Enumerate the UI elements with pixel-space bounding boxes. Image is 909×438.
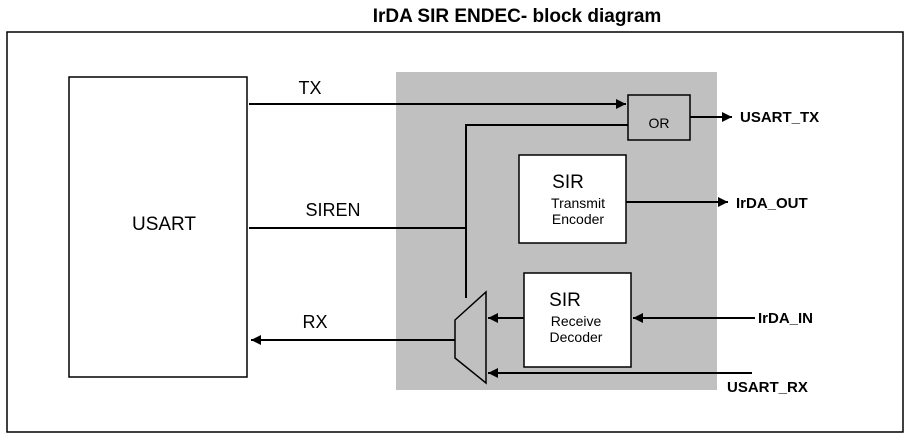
rx-label: RX [302,312,327,332]
or-block [627,94,691,141]
decoder-line2: Receive [551,313,602,329]
sir-receive-decoder-block [523,272,632,368]
sir-transmit-encoder-block [518,154,627,244]
usart-block [68,76,248,378]
siren-control-line [465,124,628,298]
diagram-title: IrDA SIR ENDEC- block diagram [373,6,662,27]
rx-multiplexer [454,290,487,385]
tx-label: TX [298,78,321,98]
siren-label: SIREN [305,200,360,220]
or-label: OR [649,115,670,131]
decoder-line1: SIR [549,290,581,311]
outer-frame [6,31,904,433]
encoder-line1: SIR [552,172,584,193]
decoder-line3: Decoder [550,329,603,345]
encoder-line2: Transmit [551,195,605,211]
usart-tx-label: USART_TX [740,109,819,126]
encoder-line3: Encoder [552,211,604,227]
usart-rx-label: USART_RX [727,379,808,396]
usart-label: USART [132,214,196,235]
irda-in-label: IrDA_IN [758,310,813,327]
irda-out-label: IrDA_OUT [736,195,808,212]
